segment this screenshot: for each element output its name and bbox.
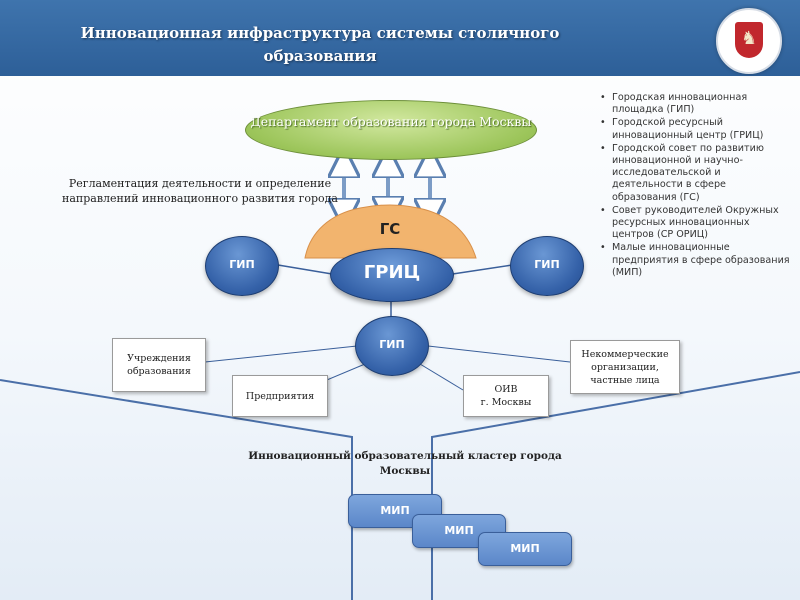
bullet-icon: • [600,242,606,254]
cluster-label: Инновационный образовательный кластер го… [248,450,562,477]
legend-item: • Совет руководителей Окружных ресурсных … [600,205,790,242]
box-noncommercial: Некоммерческие организации, частные лица [570,340,680,394]
box-institutions: Учреждения образования [112,338,206,392]
link-noncommercial [427,345,571,363]
gip-label: ГИП [229,258,255,271]
link-institutions [204,345,358,363]
legend-item: • Городской ресурсный инновационный центр… [600,117,790,141]
box-enterprises-label: Предприятия [245,390,315,402]
box-oiv: ОИВ г. Москвы [463,375,549,417]
rider-icon: ♞ [741,28,758,49]
bullet-icon: • [600,92,606,103]
box-enterprises: Предприятия [232,375,328,417]
bullet-icon: • [600,204,606,216]
link-gip-right [445,264,513,276]
mip-label: МИП [444,524,474,537]
gs-label: ГС [379,220,401,238]
regulation-note: Регламентация деятельности и определение… [62,177,338,205]
gric-node: ГРИЦ [330,248,454,302]
gip-node-right: ГИП [510,236,584,296]
mip-node-3: МИП [478,532,572,566]
department-label: Департамент образования города Москвы [250,114,532,129]
gip-node-bottom: ГИП [355,316,429,376]
legend-item-text: Городской ресурсный инновационный центр … [612,117,764,141]
link-oiv [419,363,464,391]
box-oiv-label: ОИВ г. Москвы [480,384,532,408]
box-noncommercial-label: Некоммерческие организации, частные лица [581,348,669,386]
legend-item-text: Малые инновационные предприятия в сфере … [612,242,790,278]
bullet-icon: • [600,117,606,129]
funnel-left-line [0,379,353,600]
gip-node-left: ГИП [205,236,279,296]
header-bar: Инновационная инфраструктура системы сто… [0,0,800,76]
bullet-icon: • [600,142,606,154]
gric-label: ГРИЦ [363,262,421,283]
emblem: ♞ [716,8,782,74]
legend-list: •Городская инновационная площадка (ГИП) … [600,92,790,280]
gip-label: ГИП [534,258,560,271]
moscow-coat-of-arms-icon: ♞ [735,22,763,58]
legend-item: • Малые инновационные предприятия в сфере… [600,242,790,279]
mip-label: МИП [510,542,540,555]
legend-item-text: Городской совет по развитию инновационно… [612,142,764,203]
link-gip-left [277,264,339,276]
gip-label: ГИП [379,338,405,351]
page-title: Инновационная инфраструктура системы сто… [80,24,560,65]
legend-item-text: Совет руководителей Окружных ресурсных и… [612,204,779,241]
mip-label: МИП [380,504,410,517]
legend-item: • Городской совет по развитию инновационн… [600,143,790,204]
legend-item: • Городская инновационная площадка (ГИП) [600,92,790,116]
box-institutions-label: Учреждения образования [127,353,191,377]
legend-item-text: Городская инновационная площадка (ГИП) [612,92,748,116]
department-node: Департамент образования города Москвы [245,100,537,160]
gs-shape [304,204,477,259]
